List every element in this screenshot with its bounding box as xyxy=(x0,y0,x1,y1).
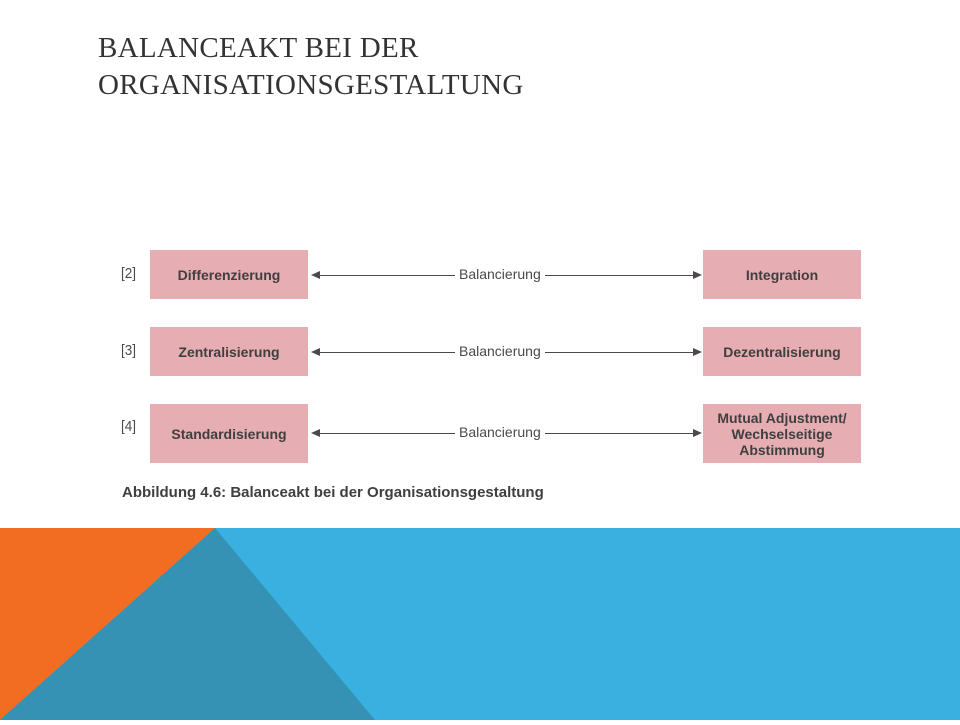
slide-title-line-2: Organisationsgestaltung xyxy=(98,69,524,101)
arrow-right-icon xyxy=(693,429,702,437)
arrow-label: Balancierung xyxy=(455,424,545,440)
arrow-left-icon xyxy=(311,348,320,356)
slide-title: Balanceakt bei der Organisationsgestaltu… xyxy=(98,30,898,104)
arrow-label: Balancierung xyxy=(455,343,545,359)
row-index: [2] xyxy=(121,265,137,282)
row-index: [4] xyxy=(121,418,137,435)
box-right: Mutual Adjustment/ Wechselseitige Abstim… xyxy=(703,404,861,463)
figure-caption: Abbildung 4.6: Balanceakt bei der Organi… xyxy=(122,484,544,501)
box-left: Zentralisierung xyxy=(150,327,308,376)
box-left: Standardisierung xyxy=(150,404,308,463)
dark-blue-triangle xyxy=(0,528,375,720)
row-index: [3] xyxy=(121,342,137,359)
box-right: Dezentralisierung xyxy=(703,327,861,376)
footer-shapes xyxy=(0,528,375,720)
slide-title-line-1: Balanceakt bei der xyxy=(98,32,419,64)
box-right-line: Abstimmung xyxy=(739,441,825,458)
arrow-left-icon xyxy=(311,271,320,279)
arrow-label: Balancierung xyxy=(455,266,545,282)
box-right: Integration xyxy=(703,250,861,299)
arrow-left-icon xyxy=(311,429,320,437)
arrow-right-icon xyxy=(693,271,702,279)
box-left: Differenzierung xyxy=(150,250,308,299)
box-right-line: Mutual Adjustment/ xyxy=(717,409,847,426)
decorative-footer-band xyxy=(0,528,960,720)
arrow-right-icon xyxy=(693,348,702,356)
box-right-line: Wechselseitige xyxy=(731,425,833,442)
